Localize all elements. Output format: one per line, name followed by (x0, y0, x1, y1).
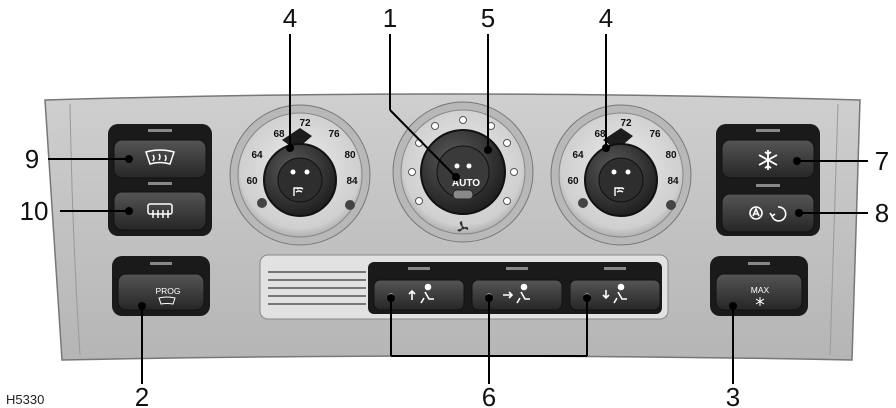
callout-6: 6 (482, 382, 496, 408)
temp-mark: 72 (620, 118, 632, 129)
windscreen-defrost-icon (145, 149, 175, 165)
temp-mark: 76 (649, 129, 661, 140)
right-temperature-dial[interactable]: 60 64 68 72 76 80 84 (550, 104, 692, 246)
fan-speed-dial[interactable]: AUTO (392, 101, 534, 243)
airflow-mid-button[interactable] (471, 267, 563, 311)
temp-mark: 84 (667, 176, 679, 187)
callout-1: 1 (383, 3, 397, 33)
callout-7: 7 (875, 146, 889, 176)
air-conditioning-snowflake-icon (758, 150, 778, 170)
callout-labels: 4 1 5 4 9 10 7 8 2 6 3 (20, 3, 890, 408)
temp-mark: 80 (344, 150, 356, 161)
airflow-face-icon (408, 283, 434, 304)
recirculation-icon (749, 206, 787, 222)
temp-mark: 68 (273, 129, 285, 140)
fan-icon (457, 221, 469, 232)
air-conditioning-button[interactable] (721, 129, 815, 179)
callout-10: 10 (20, 196, 49, 226)
callout-8: 8 (875, 198, 889, 228)
heated-seat-icon (614, 187, 625, 196)
temp-mark: 84 (346, 176, 358, 187)
temp-mark: 64 (251, 150, 263, 161)
prog-defrost-button[interactable]: PROG (117, 262, 205, 311)
airflow-mid-icon (503, 283, 530, 304)
temp-mark: 64 (572, 150, 584, 161)
callout-4-left: 4 (283, 3, 297, 33)
temp-mark: 60 (567, 176, 579, 187)
air-conditioning-snowflake-icon (755, 297, 765, 306)
callout-3: 3 (726, 382, 740, 408)
airflow-face-button[interactable] (373, 267, 465, 311)
heated-seat-icon (293, 187, 304, 196)
max-label: MAX (751, 285, 770, 295)
rear-window-defrost-button[interactable] (113, 182, 207, 231)
callout-leaders (48, 34, 868, 384)
max-ac-button[interactable]: MAX (715, 262, 803, 311)
rear-window-defrost-icon (147, 203, 173, 218)
temp-mark: 72 (299, 118, 311, 129)
temp-mark: 80 (665, 150, 677, 161)
left-temperature-dial[interactable]: 60 64 68 72 76 80 84 (229, 104, 371, 246)
prog-label: PROG (155, 286, 180, 296)
airflow-feet-icon (602, 283, 627, 304)
callout-5: 5 (481, 3, 495, 33)
reference-code: H5330 (6, 392, 44, 407)
temp-mark: 76 (328, 129, 340, 140)
callout-9: 9 (25, 144, 39, 174)
temp-mark: 68 (594, 129, 606, 140)
temp-mark: 60 (246, 176, 258, 187)
callout-4-right: 4 (599, 3, 613, 33)
callout-2: 2 (135, 382, 149, 408)
windscreen-defrost-icon (158, 296, 176, 305)
vent-grille (268, 271, 366, 305)
auto-label: AUTO (452, 178, 480, 189)
